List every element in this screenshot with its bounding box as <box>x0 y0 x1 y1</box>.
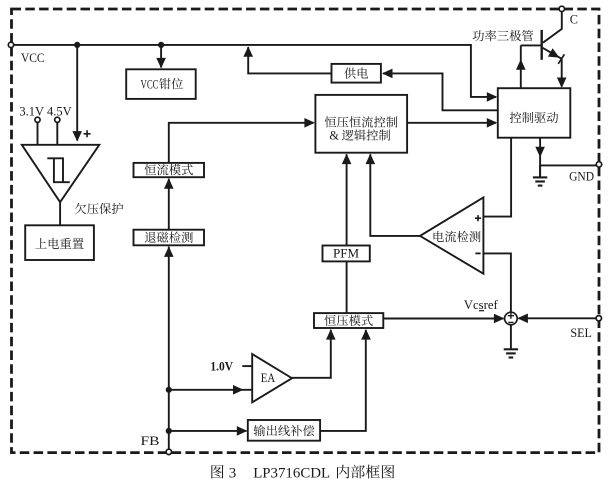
svg-text:1.0V: 1.0V <box>210 359 233 373</box>
svg-text:3.1V 4.5V: 3.1V 4.5V <box>19 104 71 118</box>
svg-text:PFM: PFM <box>333 247 359 261</box>
svg-text:C: C <box>570 12 578 26</box>
svg-text:VCC: VCC <box>141 77 159 91</box>
svg-text:LP3716CDL: LP3716CDL <box>253 465 330 481</box>
svg-text:SEL: SEL <box>570 326 592 340</box>
svg-text:EA: EA <box>261 371 275 385</box>
svg-text:FB: FB <box>141 434 160 448</box>
svg-text:3: 3 <box>229 465 237 481</box>
svg-text:VCC: VCC <box>21 51 45 65</box>
svg-text:Vcsref: Vcsref <box>464 298 499 312</box>
svg-text:&: & <box>329 129 339 143</box>
svg-text:GND: GND <box>569 170 594 184</box>
